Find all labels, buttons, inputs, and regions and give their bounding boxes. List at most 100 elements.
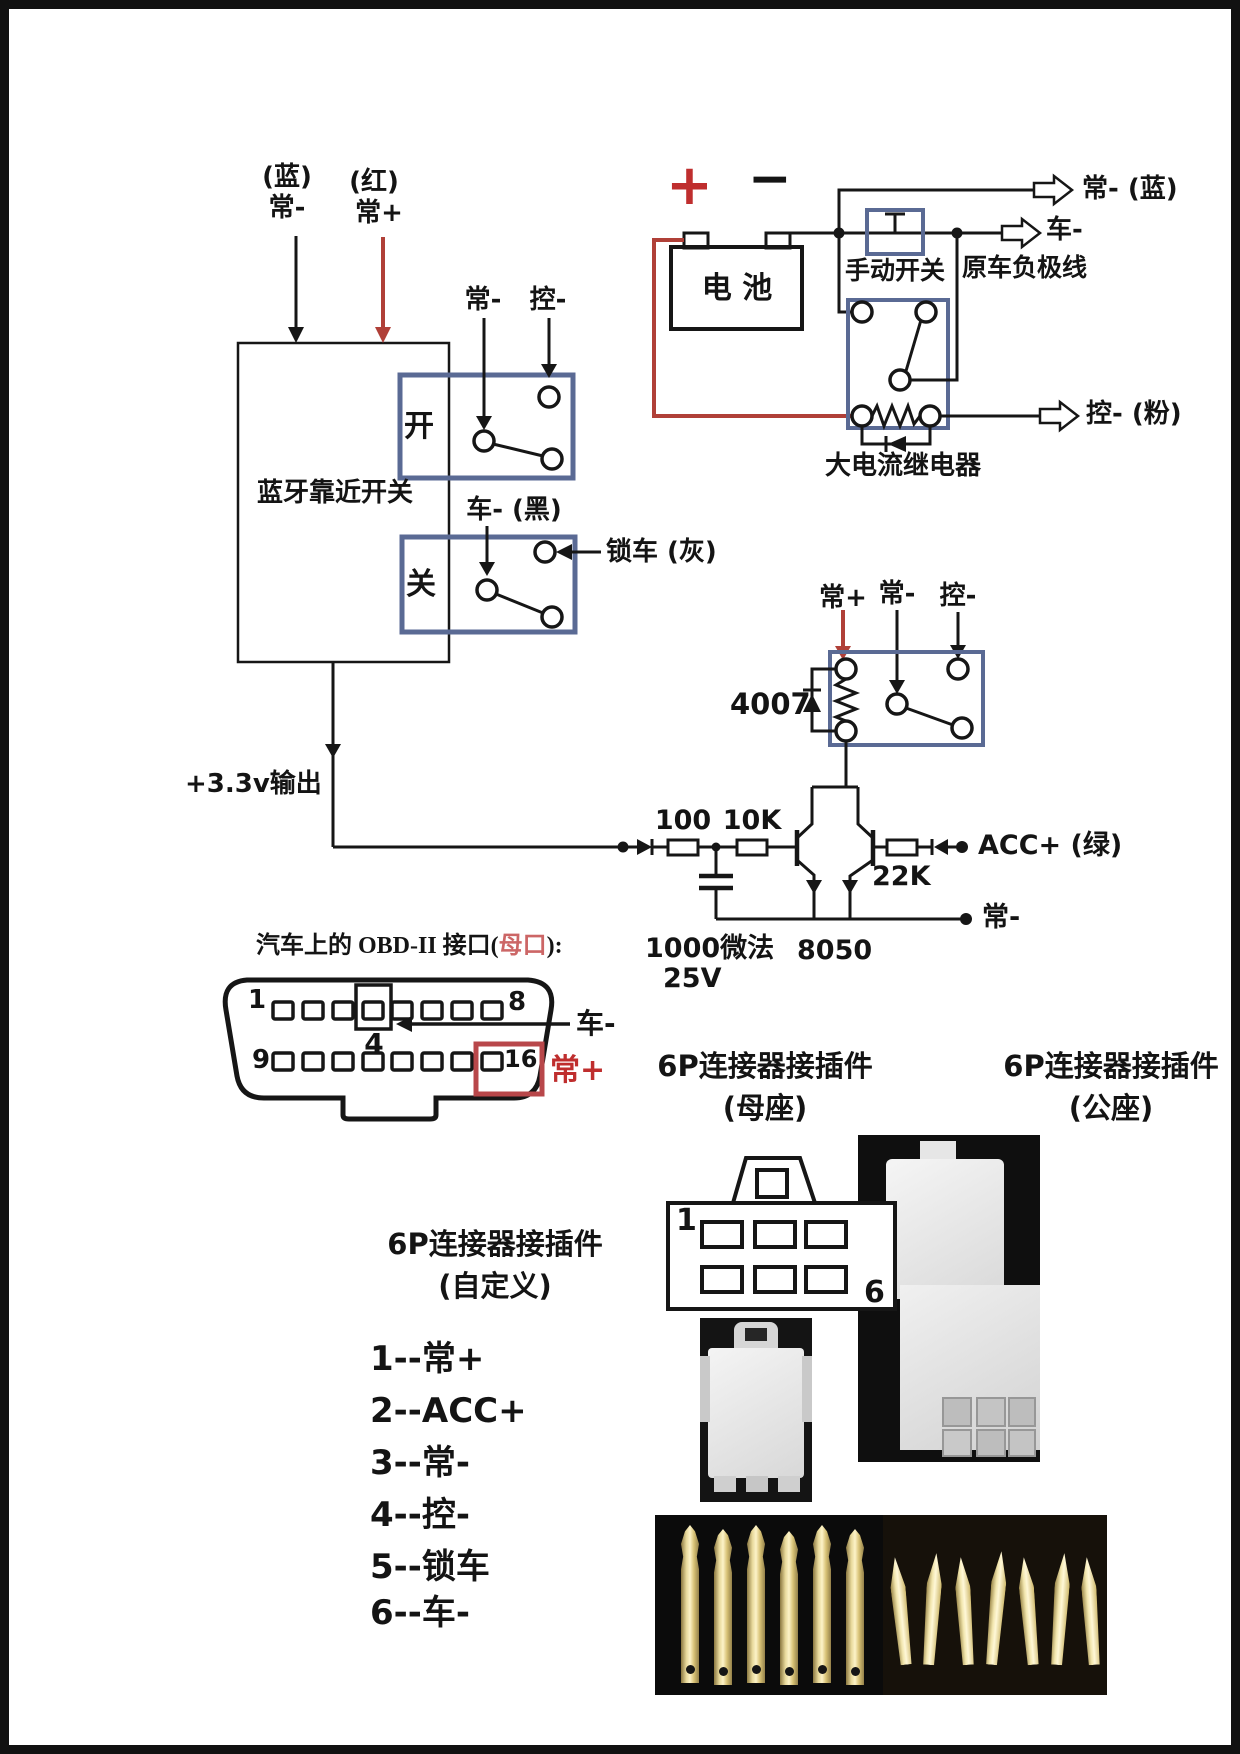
female-connector-title: 6P连接器接插件: [657, 1049, 873, 1083]
custom-pin-6: 6--车-: [370, 1593, 470, 1633]
rail-normal-minus-label: 常-: [982, 902, 1021, 933]
male-connector-photo: [858, 1135, 1040, 1462]
female-connector-sub: (母座): [722, 1091, 808, 1125]
on-normal-label: 常-: [464, 285, 502, 315]
gold-terminal: [681, 1525, 699, 1683]
battery-label: 电 池: [701, 271, 773, 306]
pin-tooth: [746, 1476, 768, 1492]
arrow-down-icon: [288, 327, 304, 343]
obd-title: 汽车上的 OBD-II 接口(母口):: [256, 933, 563, 960]
diode-up-icon: [803, 694, 821, 712]
battery-plus-sign: +: [666, 153, 713, 218]
bluetooth-module-graphics: [236, 236, 629, 853]
emitter-arrow-icon: [806, 880, 822, 894]
switch-on-label: 开: [404, 409, 434, 444]
photo-right-half: [883, 1515, 1107, 1695]
blue-wire-name: 常-: [268, 193, 306, 223]
custom-pin-5: 5--锁车: [370, 1547, 490, 1587]
battery-circuit-graphics: [652, 173, 1081, 452]
driver-circuit-graphics: [623, 785, 972, 925]
obd-pin1-label: 1: [248, 985, 267, 1015]
small-relay-graphics: [803, 610, 985, 787]
pin-tooth: [714, 1476, 736, 1492]
big-relay-label: 大电流继电器: [824, 451, 981, 481]
red-arrow-down-icon: [375, 327, 391, 343]
male-connector-title: 6P连接器接插件: [1003, 1049, 1219, 1083]
switch-off-label: 关: [406, 567, 436, 602]
out-car-label: 车-: [1046, 215, 1083, 245]
resistor-22k-label: 22K: [872, 861, 931, 892]
gold-terminal: [846, 1529, 864, 1685]
custom-connector-sub: (自定义): [438, 1269, 552, 1303]
side-wing: [700, 1356, 710, 1422]
gold-terminal: [714, 1529, 732, 1685]
obd-pin8-label: 8: [508, 987, 527, 1017]
gold-terminal: [780, 1531, 798, 1685]
diode-left-icon: [934, 839, 948, 855]
female-diagram-pin1: 1: [676, 1203, 697, 1238]
output-33v-label: +3.3v输出: [185, 769, 322, 799]
relay-normal-minus-label: 常-: [878, 579, 916, 609]
side-wing: [802, 1356, 812, 1422]
lock-gray-label: 锁车 (灰): [606, 537, 717, 567]
arrow-left-icon: [396, 1016, 412, 1032]
female-diagram-pin6: 6: [864, 1275, 885, 1310]
obd-car-label: 车-: [576, 1007, 616, 1040]
arrow-down-icon: [476, 416, 492, 430]
connector-body-top: [886, 1159, 1004, 1299]
diode-left-icon: [888, 436, 906, 452]
hollow-arrow-right-icon: [1032, 173, 1075, 207]
latch-tab: [920, 1141, 956, 1163]
cap-voltage-label: 25V: [663, 963, 722, 994]
diode-right-icon: [637, 839, 652, 855]
arrow-left-icon: [556, 544, 572, 560]
custom-pin-3: 3--常-: [370, 1443, 470, 1483]
terminal-pins-photo: [655, 1515, 1107, 1695]
out-normal-blue-label: 常- (蓝): [1082, 174, 1178, 204]
gold-terminal: [813, 1525, 831, 1683]
pin-hole: [976, 1429, 1006, 1457]
pin-hole: [942, 1429, 972, 1457]
pin-tooth: [778, 1476, 800, 1492]
connector-body: [708, 1348, 804, 1478]
custom-connector-title: 6P连接器接插件: [387, 1227, 603, 1261]
hollow-arrow-right-icon: [1038, 399, 1081, 433]
battery-minus-sign: −: [748, 149, 792, 209]
obd-title-suffix: ):: [546, 933, 563, 959]
transistor-8050-label: 8050: [797, 935, 873, 966]
blue-wire-tag: (蓝): [262, 162, 312, 192]
pin-hole: [942, 1397, 972, 1427]
obd-pin16-label: 16: [504, 1045, 538, 1073]
obd-pin9-label: 9: [252, 1045, 271, 1075]
arrow-down-icon: [325, 744, 341, 758]
resistor-100-label: 100: [654, 805, 712, 836]
custom-pin-1: 1--常+: [370, 1339, 485, 1379]
female-connector-photo: [700, 1318, 812, 1502]
relay-normal-plus-label: 常+: [819, 583, 867, 613]
arrow-down-icon: [541, 364, 557, 378]
obd-title-red: 母口: [498, 933, 547, 959]
latch-tab: [734, 1322, 778, 1350]
bluetooth-box-label: 蓝牙靠近开关: [256, 478, 413, 508]
obd-pin4-label: 4: [364, 1027, 384, 1060]
custom-pin-2: 2--ACC+: [370, 1391, 527, 1431]
out-control-pink-label: 控- (粉): [1086, 399, 1182, 429]
pin-hole: [1008, 1397, 1036, 1427]
arrow-down-icon: [479, 562, 495, 576]
red-wire-name: 常+: [355, 198, 403, 228]
emitter-arrow-icon: [842, 880, 858, 894]
arrow-down-icon: [889, 680, 905, 694]
pin4-highlight-box: [354, 983, 393, 1031]
cap-value-label: 1000微法: [645, 933, 775, 964]
custom-pin-4: 4--控-: [370, 1495, 470, 1535]
relay-control-minus-label: 控-: [939, 581, 977, 611]
manual-switch-label: 手动开关: [844, 256, 945, 285]
gold-terminal: [747, 1525, 765, 1683]
acc-green-label: ACC+ (绿): [978, 830, 1123, 861]
diode-4007-label: 4007: [730, 687, 811, 721]
on-control-label: 控-: [529, 285, 567, 315]
car-black-label: 车- (黑): [466, 495, 562, 525]
